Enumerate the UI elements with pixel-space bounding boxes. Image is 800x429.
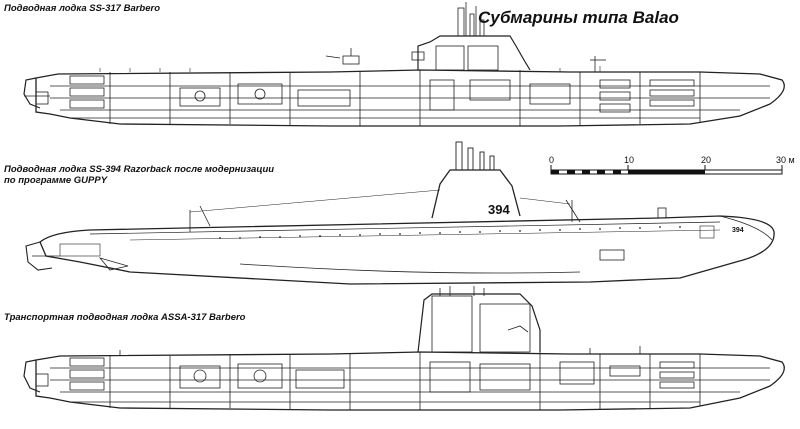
- scale-tick-30: 30 м: [776, 155, 795, 165]
- scale-tick-20: 20: [701, 155, 711, 165]
- bow-hull-number: 394: [732, 227, 744, 234]
- sub-2-label-line2: по программе GUPPY: [4, 175, 108, 186]
- sail-hull-number: 394: [488, 202, 510, 217]
- sub-2-label-line1: Подводная лодка SS-394 Razorback после м…: [4, 164, 275, 175]
- sub-2-profile: [25, 141, 775, 285]
- sub-3-label: Транспортная подводная лодка ASSA-317 Ba…: [4, 312, 246, 323]
- scale-bar: 0 10 20 30 м: [549, 155, 795, 175]
- sub-3-cutaway: [23, 286, 785, 411]
- scale-tick-10: 10: [624, 155, 634, 165]
- scale-tick-0: 0: [549, 155, 554, 165]
- sub-1-label: Подводная лодка SS-317 Barbero: [4, 3, 161, 14]
- sub-2-deck-holes: [219, 226, 681, 239]
- diagram-title: Субмарины типа Balao: [478, 8, 679, 27]
- sub-1-cutaway: [23, 2, 785, 127]
